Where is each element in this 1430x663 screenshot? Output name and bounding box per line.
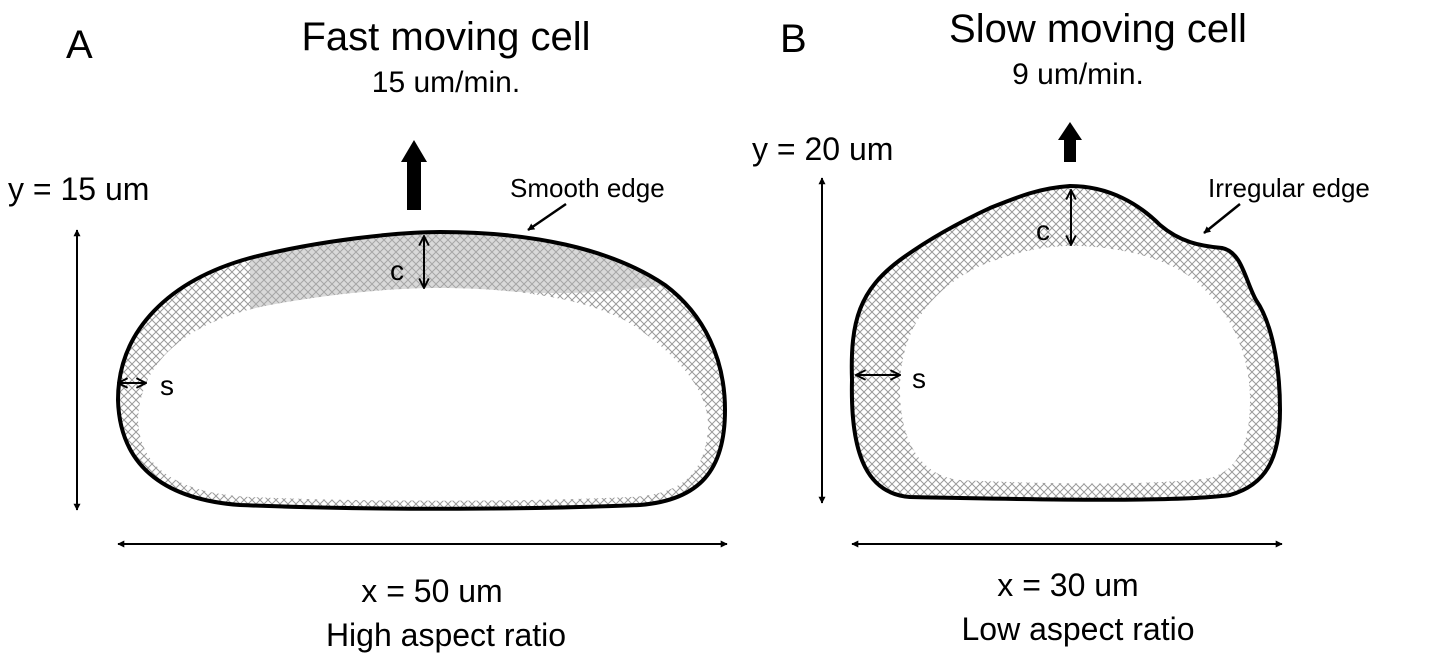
panel-b-speed: 9 um/min.	[1012, 58, 1144, 91]
panel-b-x-label: x = 30 um	[997, 567, 1138, 603]
panel-b-y-label: y = 20 um	[752, 131, 893, 167]
panel-a: A Fast moving cell 15 um/min. c s Smooth…	[8, 15, 728, 653]
panel-a-inner-region	[138, 288, 709, 501]
panel-a-edge-label: Smooth edge	[510, 173, 665, 203]
panel-b: B Slow moving cell 9 um/min. c s Irregul…	[752, 7, 1370, 647]
panel-b-inner-region	[900, 245, 1250, 484]
panel-b-s-label: s	[912, 363, 926, 394]
panel-a-edge-pointer	[527, 202, 567, 232]
panel-a-c-label: c	[390, 255, 404, 286]
panel-a-speed: 15 um/min.	[372, 66, 520, 99]
panel-a-aspect-label: High aspect ratio	[326, 617, 566, 653]
panel-b-title: Slow moving cell	[949, 7, 1247, 51]
panel-a-front-band	[250, 232, 665, 312]
panel-b-edge-pointer	[1203, 203, 1241, 234]
panel-b-letter: B	[780, 17, 807, 61]
panel-b-cell-border	[849, 183, 1283, 502]
panel-b-c-label: c	[1036, 215, 1050, 246]
panel-a-s-label: s	[160, 370, 174, 401]
panel-a-letter: A	[66, 23, 93, 67]
panel-a-x-label: x = 50 um	[361, 573, 502, 609]
panel-b-edge-label: Irregular edge	[1208, 173, 1370, 203]
panel-a-direction-arrow	[401, 140, 427, 210]
panel-a-y-label: y = 15 um	[8, 171, 149, 207]
panel-b-direction-arrow	[1058, 122, 1082, 162]
panel-a-cell-border	[115, 229, 728, 511]
panel-b-aspect-label: Low aspect ratio	[961, 611, 1194, 647]
panel-a-title: Fast moving cell	[302, 15, 591, 59]
